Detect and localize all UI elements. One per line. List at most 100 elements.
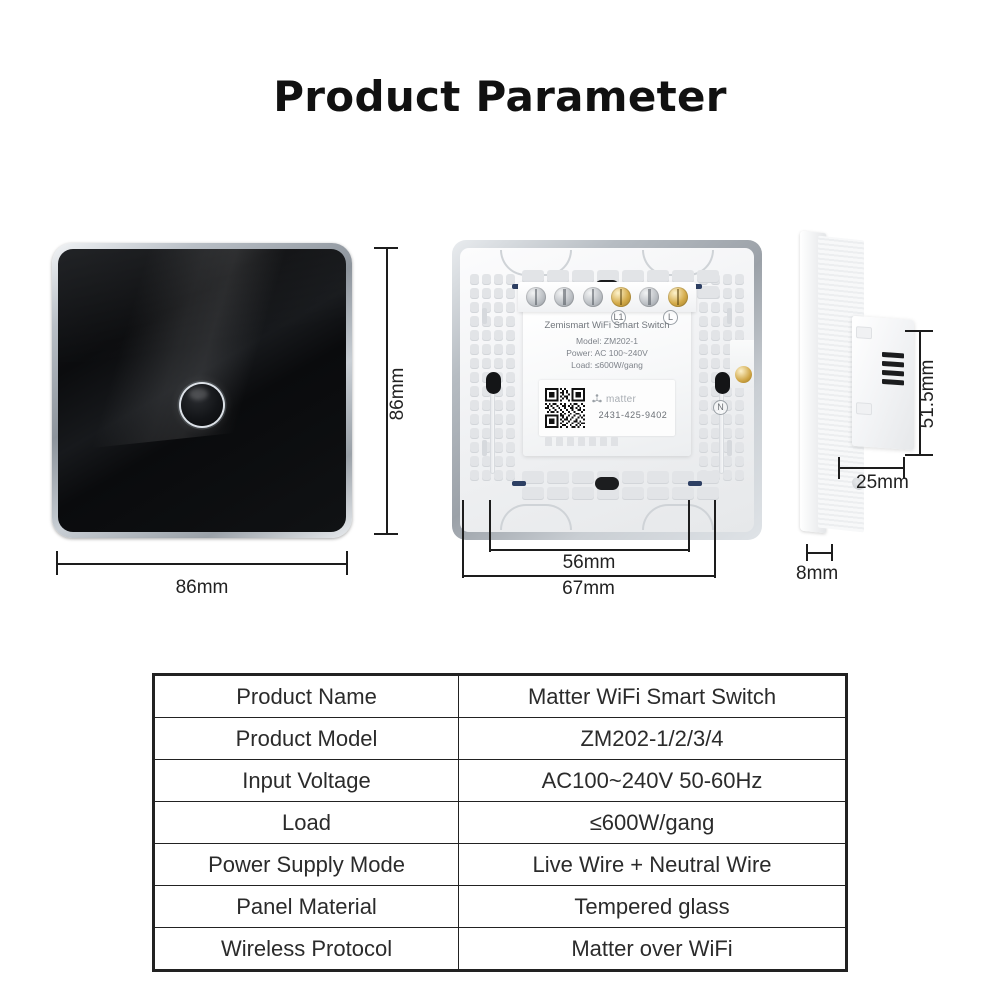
center-slot-bottom <box>595 477 619 490</box>
terminal-screw-4-l1 <box>611 287 632 307</box>
matter-sticker: matter 2431-425-9402 <box>539 380 675 436</box>
matter-wordmark: matter <box>606 393 637 405</box>
side-module-line <box>838 467 904 469</box>
spec-key: Panel Material <box>153 885 460 928</box>
page-title: Product Parameter <box>273 72 727 121</box>
module-model-line: Model: ZM202-1 <box>576 336 638 346</box>
back-inner-width-line <box>489 549 689 551</box>
matter-setup-code: 2431-425-9402 <box>598 410 668 420</box>
qr-code-icon <box>545 388 585 428</box>
matter-flower-icon <box>592 394 602 403</box>
mini-slot-br <box>688 481 702 486</box>
side-tab-top <box>856 326 872 340</box>
table-row: Input Voltage AC100~240V 50-60Hz <box>153 759 846 802</box>
back-outer-width-line <box>462 575 715 577</box>
side-module-tick-left <box>838 457 840 479</box>
mount-screw-slot-right <box>715 372 730 474</box>
matter-logo: matter <box>591 392 671 406</box>
v-slot-right-top <box>727 308 732 324</box>
terminal-label-l1: L1 <box>611 310 626 325</box>
spec-table-body: Product Name Matter WiFi Smart Switch Pr… <box>153 675 846 970</box>
spec-value: Matter WiFi Smart Switch <box>458 675 846 718</box>
table-row: Panel Material Tempered glass <box>153 885 846 928</box>
side-thickness-label: 8mm <box>796 563 839 584</box>
side-profile-view <box>800 230 915 542</box>
side-vent-slots <box>882 351 904 386</box>
terminal-screw-3 <box>582 287 603 307</box>
spec-value: Live Wire + Neutral Wire <box>458 843 846 886</box>
table-row: Product Model ZM202-1/2/3/4 <box>153 717 846 760</box>
terminal-label-n: N <box>713 400 728 415</box>
spec-key: Load <box>153 801 460 844</box>
side-tab-bottom <box>856 402 872 416</box>
spec-value: Matter over WiFi <box>458 927 846 970</box>
side-depth-tick-bottom <box>905 454 933 456</box>
back-outer-tick-left <box>462 500 464 578</box>
side-module-body <box>852 315 914 451</box>
terminal-screw-5 <box>639 287 660 307</box>
side-module-label: 25mm <box>856 472 909 493</box>
back-outer-tick-right <box>714 500 716 578</box>
module-brand-line: Zemismart WiFi Smart Switch <box>544 320 670 331</box>
spec-key: Input Voltage <box>153 759 460 802</box>
side-depth-tick-top <box>905 330 933 332</box>
front-height-line <box>386 247 388 535</box>
panel-bezel <box>52 243 352 538</box>
spec-value: ≤600W/gang <box>458 801 846 844</box>
specification-table: Product Name Matter WiFi Smart Switch Pr… <box>152 673 848 972</box>
side-thickness-line <box>806 552 832 554</box>
v-slot-left-bottom <box>482 440 487 456</box>
terminal-bar <box>518 282 696 312</box>
spec-value: Tempered glass <box>458 885 846 928</box>
side-thickness-tick-right <box>831 544 833 561</box>
spec-value: AC100~240V 50-60Hz <box>458 759 846 802</box>
side-depth-line <box>919 330 921 455</box>
glass-reflection <box>58 249 346 459</box>
back-panel-view: L1 L Zemismart WiFi Smart Switch Model: … <box>452 240 762 540</box>
side-module-tick-right <box>903 457 905 479</box>
back-inner-width-label: 56mm <box>562 552 616 573</box>
side-depth-label: 51.5mm <box>917 359 938 429</box>
module-power-line: Power: AC 100~240V <box>566 348 648 358</box>
spec-key: Product Name <box>153 675 460 718</box>
vent-ribs-bottom <box>522 471 719 500</box>
front-width-line <box>56 563 348 565</box>
spec-key: Product Model <box>153 717 460 760</box>
back-plate: L1 L Zemismart WiFi Smart Switch Model: … <box>460 248 754 532</box>
terminal-label-l: L <box>663 310 678 325</box>
back-rim: L1 L Zemismart WiFi Smart Switch Model: … <box>452 240 762 540</box>
v-slot-left-top <box>482 308 487 324</box>
spec-key: Power Supply Mode <box>153 843 460 886</box>
terminal-screw-2 <box>554 287 575 307</box>
comb-ribs <box>545 437 618 446</box>
back-inner-tick-left <box>489 500 491 552</box>
table-row: Wireless Protocol Matter over WiFi <box>153 927 846 970</box>
switch-module: L1 L Zemismart WiFi Smart Switch Model: … <box>518 282 696 456</box>
glass-highlight <box>58 249 346 363</box>
front-width-label: 86mm <box>175 577 229 598</box>
panel-glass <box>58 249 346 532</box>
front-width-tick-left <box>56 551 58 575</box>
back-inner-tick-right <box>688 500 690 552</box>
front-height-tick-top <box>374 247 398 249</box>
terminal-screw-1 <box>526 287 547 307</box>
table-row: Product Name Matter WiFi Smart Switch <box>153 675 846 718</box>
front-height-tick-bottom <box>374 533 398 535</box>
v-slot-right-bottom <box>727 440 732 456</box>
spec-value: ZM202-1/2/3/4 <box>458 717 846 760</box>
mini-slot-bl <box>512 481 526 486</box>
mount-screw-slot-left <box>486 372 501 474</box>
module-load-line: Load: ≤600W/gang <box>571 360 643 370</box>
front-height-label: 86mm <box>387 367 408 421</box>
terminal-screw-6-l <box>667 287 688 307</box>
front-width-tick-right <box>346 551 348 575</box>
neutral-terminal-screw <box>735 366 752 383</box>
table-row: Power Supply Mode Live Wire + Neutral Wi… <box>153 843 846 886</box>
touch-button[interactable] <box>181 383 223 426</box>
back-outer-width-label: 67mm <box>562 578 615 599</box>
mount-notch-bottom-right <box>642 504 714 530</box>
front-panel-view <box>52 243 352 538</box>
spec-key: Wireless Protocol <box>153 927 460 970</box>
side-thickness-tick-left <box>806 544 808 561</box>
